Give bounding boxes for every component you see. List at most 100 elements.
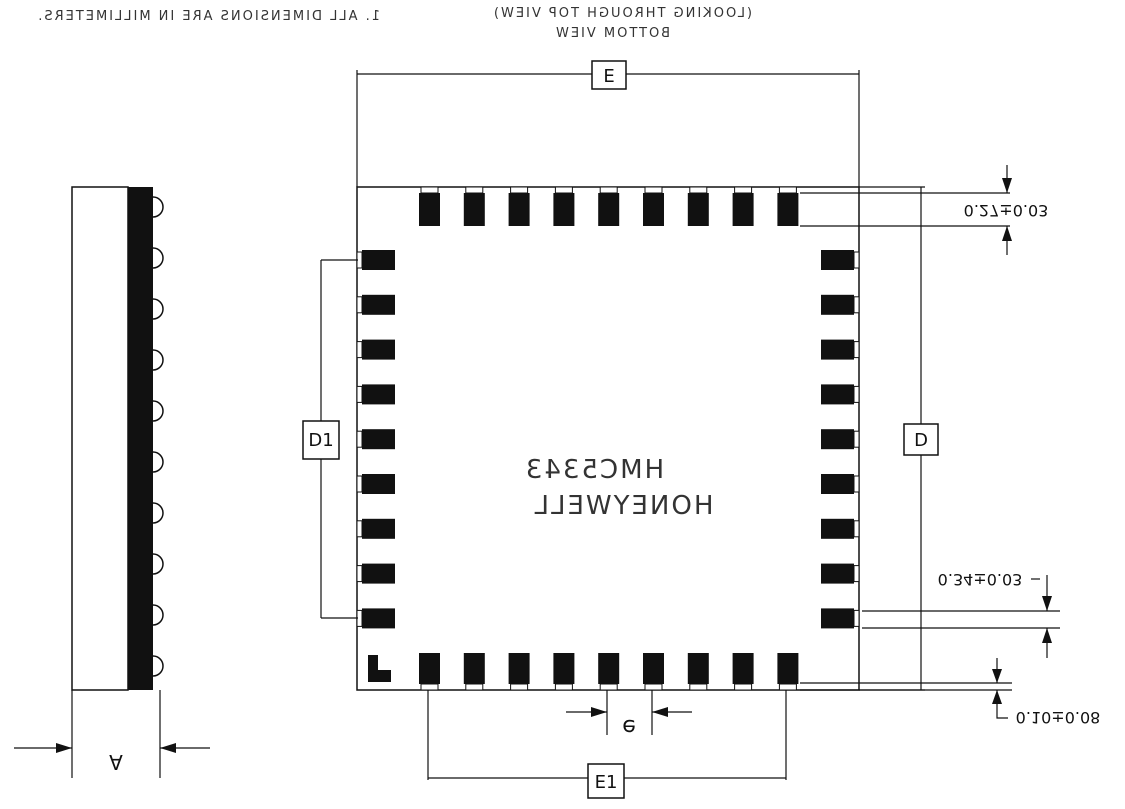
pad-top [732,193,754,226]
dim-label-a: A [109,750,123,774]
pad-left [362,250,395,270]
pad-bottom-notch [734,683,753,691]
solder-ball [152,247,164,269]
pad-bottom [598,653,620,684]
dim-edge-gap: 0.10±0.08 [1016,708,1101,727]
pad-left [362,563,395,584]
side-view-substrate [128,187,153,690]
pin1-marker [368,655,391,682]
pad-top [687,193,709,226]
pad-right-notch [853,609,860,627]
marking-part-number: HMC5343 [524,455,664,485]
dim-box-e1 [587,763,625,799]
pad-right [821,563,854,584]
solder-ball [152,502,164,524]
pad-right-notch [853,251,860,269]
pad-left-notch [356,475,363,493]
solder-ball [152,196,164,218]
pad-top-notch [778,186,797,194]
view-subtitle: (LOOKING THROUGH TOP VIEW) [492,6,752,21]
pad-top [508,193,530,226]
dim-label-e1: E1 [595,772,618,793]
pad-bottom-notch [420,683,439,691]
pad-right [821,250,854,270]
pad-top-notch [689,186,708,194]
pad-bottom [508,653,530,684]
dim-box-d [903,423,939,456]
pad-right [821,339,854,360]
pad-left-notch [356,385,363,403]
marking-manufacturer: HONEYWELL [533,491,714,521]
pad-right-notch [853,341,860,359]
pad-right [821,518,854,539]
side-view-balls [152,196,164,677]
dim-label-d1: D1 [308,430,333,451]
pad-array [356,186,860,691]
dim-label-d: D [914,430,928,451]
pad-bottom-notch [778,683,797,691]
pad-top [643,193,664,226]
pad-right-notch [853,430,860,448]
pad-left [362,608,395,629]
side-view: A [14,186,210,778]
pad-bottom-notch [510,683,529,691]
solder-ball [152,655,164,677]
pad-bottom [553,653,575,684]
pad-right-notch [853,520,860,538]
pad-right-notch [853,565,860,583]
pad-right [821,429,854,450]
pad-right [821,474,854,494]
pad-top-notch [510,186,529,194]
pad-bottom-notch [689,683,708,691]
pad-top-notch [465,186,484,194]
pad-bottom [463,653,485,684]
pad-top [419,193,440,226]
pad-right [821,294,854,315]
pad-right-notch [853,385,860,403]
pad-top-notch [420,186,439,194]
solder-ball [152,604,164,626]
pad-top-notch [644,186,663,194]
pad-bottom [687,653,709,684]
pad-left [362,429,395,450]
pad-bottom-notch [644,683,663,691]
view-title: BOTTOM VIEW [554,26,670,41]
dim-pad-length: 0.27±0.03 [964,201,1049,220]
pad-left-notch [356,296,363,314]
pad-top-notch [734,186,753,194]
dim-label-e: E [603,66,614,87]
dimensions-note: 1. ALL DIMENSIONS ARE IN MILLIMETERS. [36,9,380,24]
pad-bottom [419,653,440,684]
dim-box-e [591,60,627,90]
pad-top [463,193,485,226]
pad-top-notch [554,186,573,194]
pad-top [598,193,620,226]
pad-top-notch [599,186,618,194]
side-view-body [71,186,129,691]
pad-bottom-notch [599,683,618,691]
solder-ball [152,553,164,575]
bottom-view: HMC5343 HONEYWELL E D D1 E1 [302,60,1101,799]
pad-left [362,294,395,315]
pad-bottom-notch [554,683,573,691]
pad-right [821,384,854,405]
pad-left [362,474,395,494]
pad-bottom [732,653,754,684]
pad-right [821,608,854,629]
dim-pad-width: 0.34±0.03 [938,570,1023,589]
solder-ball [152,298,164,320]
pad-left-notch [356,520,363,538]
pad-left-notch [356,430,363,448]
package-body-outline [356,186,860,691]
pad-bottom-notch [465,683,484,691]
pad-left [362,518,395,539]
pad-left [362,339,395,360]
pad-top [553,193,575,226]
solder-ball [152,349,164,371]
pad-right-notch [853,475,860,493]
pad-top [777,193,799,226]
pad-left-notch [356,341,363,359]
pad-bottom [643,653,664,684]
solder-ball [152,451,164,473]
